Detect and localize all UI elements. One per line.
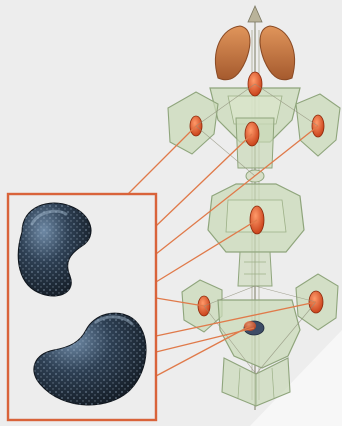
top-lobe-left [215,26,249,80]
organelle-chain [168,6,340,410]
top-lobe-right [260,26,294,80]
inset-panel [8,194,156,420]
top-tip [248,6,262,22]
